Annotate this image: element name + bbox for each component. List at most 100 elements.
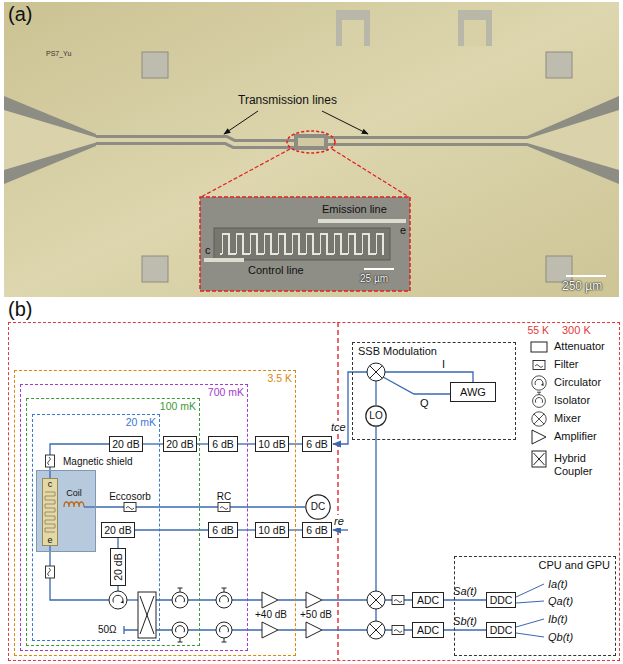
chip-micrograph	[342, 20, 364, 46]
temperature-stage: 100 mK20 mKMagnetic shieldce20 dB20 dB20…	[26, 398, 200, 646]
node-text: SSB Modulation	[358, 345, 437, 358]
source-circle	[366, 406, 386, 426]
coil-label: Coil	[66, 488, 82, 498]
leader-arrow	[224, 111, 258, 134]
output-signal: Ia(t)	[548, 578, 568, 591]
magnetic-shield: Magnetic shieldce	[36, 470, 96, 552]
filter-symbol	[392, 626, 404, 635]
signal-wire	[124, 626, 138, 634]
temperature-label: 300 K	[562, 324, 591, 337]
sample-chip: ce	[42, 478, 58, 546]
attenuator-box: 10 dB	[255, 522, 288, 538]
signal-wire	[375, 381, 376, 405]
signal-wire	[333, 529, 348, 530]
signal-wire	[156, 600, 172, 630]
filter-symbol	[392, 596, 404, 605]
label-anchor: Transmission lines	[238, 94, 337, 108]
circulator-symbol	[109, 591, 127, 609]
legend-sample	[535, 365, 543, 368]
temperature-stage: 700 mK100 mK20 mKMagnetic shieldce20 dB2…	[20, 384, 248, 651]
label-anchor: Qa(t)	[548, 595, 573, 608]
node-text: c	[48, 479, 53, 489]
zoom-inset	[220, 232, 384, 256]
signal-name: tce	[330, 421, 347, 434]
filter-symbol	[124, 503, 136, 512]
signal-name: Q	[420, 397, 429, 410]
amplifier-symbol	[306, 592, 322, 608]
label-anchor: Coil	[66, 488, 82, 498]
amplifier-symbol	[262, 592, 278, 608]
adc-box: ADC	[412, 592, 444, 608]
filter-symbol	[46, 566, 55, 578]
chip-micrograph	[326, 136, 527, 146]
signal-line	[238, 443, 255, 444]
ssb-modulation-box: SSB ModulationAWGLO	[352, 342, 516, 440]
chip-micrograph	[546, 256, 572, 282]
termination-label: 50Ω	[98, 624, 117, 636]
attenuator-box: 6 dB	[302, 436, 332, 452]
mixer-symbol	[367, 591, 385, 609]
temperature-label: 700 mK	[208, 386, 244, 398]
signal-name: I	[442, 358, 445, 371]
part-label: Emission line	[322, 203, 387, 216]
signal-line	[197, 443, 208, 444]
label-anchor: Control line	[248, 264, 304, 277]
coil-symbol	[64, 502, 96, 507]
filter-symbol	[48, 457, 51, 465]
filter-label: RC	[217, 491, 231, 503]
legend-sample	[532, 376, 546, 390]
signal-wire	[127, 599, 138, 600]
legend-text: Hybrid Coupler	[554, 452, 618, 477]
cpu-gpu-box: CPU and GPUDDCDDC	[454, 556, 616, 656]
legend-sample	[535, 379, 543, 385]
node-text: 6 dB	[306, 524, 328, 536]
signal-line	[135, 529, 208, 530]
chip-micrograph	[142, 256, 168, 282]
chip-micrograph	[4, 96, 96, 184]
isolator-symbol	[222, 588, 227, 592]
label-anchor: Q	[420, 397, 429, 410]
signal-wire	[188, 600, 216, 630]
part-label: Control line	[248, 264, 304, 277]
magnetic-shield-fill	[36, 470, 96, 552]
temperature-stage: 3.5 K700 mK100 mK20 mKMagnetic shieldce2…	[14, 370, 296, 656]
label-anchor: re	[333, 515, 345, 528]
isolator-symbol	[216, 622, 232, 642]
signal-wire	[50, 372, 473, 634]
signal-line	[143, 443, 164, 444]
temperature-stage: 55 K3.5 K700 mK100 mK20 mKMagnetic shiel…	[8, 322, 620, 661]
legend-entry: Circulator	[554, 376, 618, 389]
mixer-symbol	[367, 621, 385, 639]
legend-sample	[532, 412, 546, 426]
label-anchor: Ia(t)	[548, 578, 568, 591]
zoom-inset	[318, 219, 406, 223]
filter-symbol	[126, 507, 134, 510]
isolator-symbol	[178, 638, 183, 642]
scale-bar	[364, 269, 606, 276]
scale-label: 250 µm	[562, 280, 602, 294]
legend-sample	[532, 412, 546, 426]
scale-bar	[364, 269, 606, 276]
output-signal: Qa(t)	[548, 595, 573, 608]
attenuator-box: 20 dB	[163, 436, 196, 452]
signal-name: Sa(t)	[452, 585, 478, 598]
label-anchor: PS7_Yu	[46, 50, 71, 58]
panel-label: (a)	[8, 3, 32, 26]
zoom-marker	[201, 149, 409, 197]
signal-line	[444, 629, 486, 630]
chip-micrograph	[298, 138, 324, 146]
gain-label: +50 dB	[300, 609, 332, 621]
temperature-stage: 20 mKMagnetic shieldce20 dB20 dB20 dB	[32, 414, 160, 641]
label-anchor: c	[205, 244, 211, 257]
isolator-symbol	[172, 622, 188, 642]
attenuator-box: 10 dB	[255, 436, 288, 452]
isolator-symbol	[176, 626, 185, 633]
legend-sample	[533, 392, 546, 407]
node-text: DDC	[490, 624, 513, 636]
coil-symbol	[84, 506, 96, 507]
chip-micrograph	[326, 139, 527, 143]
scale-label: 25 µm	[360, 273, 388, 285]
label-anchor: 300 K	[562, 324, 591, 337]
label-anchor: Eccosorb	[109, 491, 151, 503]
legend-text: Amplifier	[554, 430, 618, 443]
